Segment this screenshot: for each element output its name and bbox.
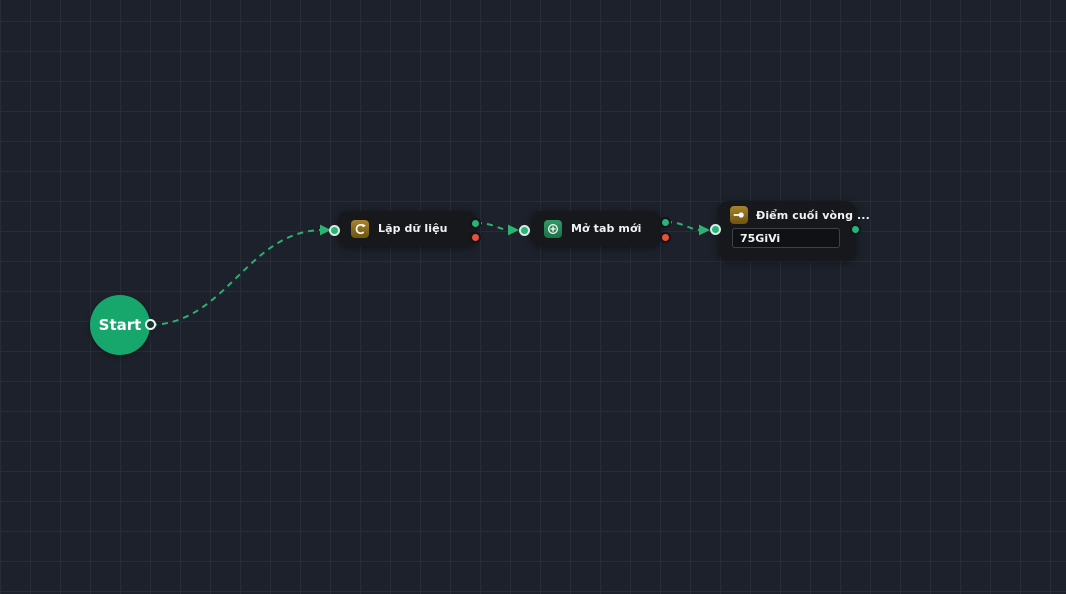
loop-end-icon (730, 206, 748, 224)
node-title: Điểm cuối vòng ... (756, 208, 870, 222)
arrowhead-icon (508, 224, 519, 236)
node-loop-data-row: Lặp dữ liệu (338, 211, 477, 246)
error-output-port[interactable] (470, 232, 481, 243)
start-node[interactable]: Start (90, 295, 150, 355)
node-loop-end[interactable]: Điểm cuối vòng ... (710, 201, 870, 260)
node-loop-end-row: Điểm cuối vòng ... (718, 201, 870, 224)
node-new-tab-row: Mở tab mới (531, 211, 661, 246)
output-port[interactable] (850, 224, 861, 235)
loop-icon (351, 219, 369, 238)
success-output-port[interactable] (660, 217, 671, 228)
start-node-label: Start (98, 316, 142, 334)
arrowhead-icon (699, 224, 710, 236)
input-port[interactable] (519, 225, 530, 236)
error-output-port[interactable] (660, 232, 671, 243)
connection-newtab-to-loopend[interactable] (665, 221, 701, 231)
node-title: Mở tab mới (571, 222, 642, 235)
start-node-output-port[interactable] (145, 319, 156, 330)
arrowhead-icon (320, 224, 331, 236)
new-tab-icon (544, 219, 562, 238)
loop-end-value-input[interactable] (732, 228, 840, 248)
connection-start-to-loop[interactable] (150, 229, 321, 326)
input-port[interactable] (710, 224, 721, 235)
node-new-tab[interactable]: Mở tab mới (519, 211, 671, 246)
success-output-port[interactable] (470, 218, 481, 229)
input-port[interactable] (329, 225, 340, 236)
node-loop-data[interactable]: Lặp dữ liệu (329, 211, 481, 246)
node-title: Lặp dữ liệu (378, 222, 448, 235)
